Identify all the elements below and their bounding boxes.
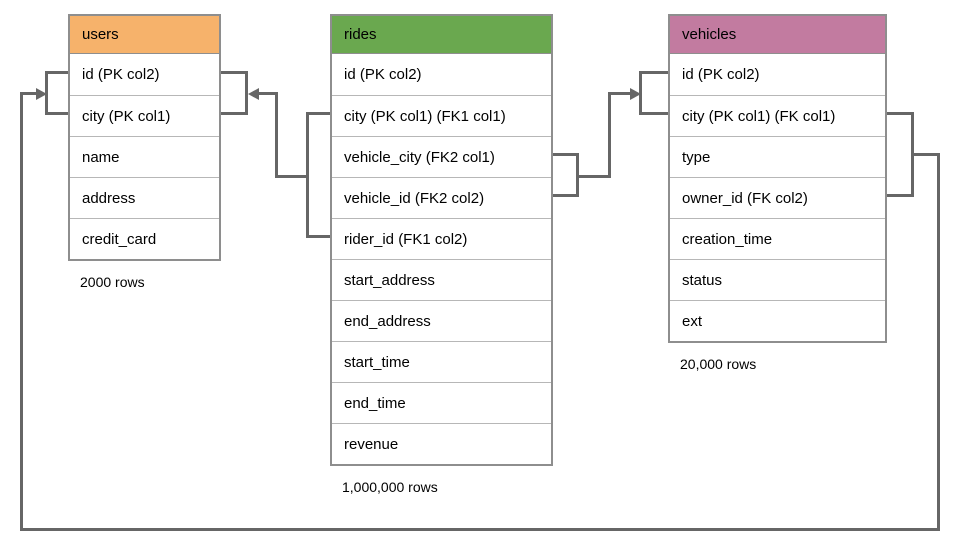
relationship-line-segment [245, 71, 248, 115]
table-column-row: end_address [332, 300, 551, 341]
table-column-row: city (PK col1) (FK col1) [670, 95, 885, 136]
table-column-row: city (PK col1) [70, 95, 219, 136]
relationship-line-segment [639, 71, 669, 74]
table-users-row-count: 2000 rows [80, 274, 145, 290]
relationship-line-segment [639, 71, 642, 115]
relationship-line-segment [20, 92, 23, 531]
table-column-row: rider_id (FK1 col2) [332, 218, 551, 259]
relationship-line-segment [576, 175, 611, 178]
relationship-line-segment [275, 92, 278, 178]
relationship-line-segment [257, 92, 278, 95]
relationship-line-segment [306, 112, 309, 238]
table-column-row: end_time [332, 382, 551, 423]
table-column-row: owner_id (FK col2) [670, 177, 885, 218]
relationship-line-segment [639, 112, 669, 115]
arrowhead-rides-to-users-icon [248, 88, 259, 100]
relationship-line-segment [20, 528, 940, 531]
table-column-row: id (PK col2) [70, 54, 219, 95]
relationship-line-segment [275, 175, 309, 178]
table-rides-columns: id (PK col2)city (PK col1) (FK1 col1)veh… [332, 54, 551, 464]
relationship-line-segment [608, 92, 630, 95]
table-column-row: ext [670, 300, 885, 341]
table-vehicles-header: vehicles [670, 16, 885, 54]
arrowhead-rides-to-vehicles-icon [630, 88, 641, 100]
table-vehicles: vehicles id (PK col2)city (PK col1) (FK … [668, 14, 887, 372]
table-column-row: type [670, 136, 885, 177]
table-rides: rides id (PK col2)city (PK col1) (FK1 co… [330, 14, 553, 495]
table-rides-box: rides id (PK col2)city (PK col1) (FK1 co… [330, 14, 553, 466]
relationship-line-segment [45, 71, 70, 74]
table-column-row: status [670, 259, 885, 300]
relationship-line-segment [551, 194, 579, 197]
table-users-header: users [70, 16, 219, 54]
table-column-row: vehicle_city (FK2 col1) [332, 136, 551, 177]
relationship-line-segment [551, 153, 579, 156]
relationship-line-segment [20, 92, 37, 95]
table-rides-row-count: 1,000,000 rows [342, 479, 438, 495]
relationship-line-segment [219, 112, 248, 115]
relationship-line-segment [885, 194, 914, 197]
table-column-row: id (PK col2) [332, 54, 551, 95]
table-column-row: start_time [332, 341, 551, 382]
relationship-line-segment [45, 71, 48, 115]
relationship-line-segment [911, 153, 940, 156]
table-column-row: address [70, 177, 219, 218]
table-column-row: revenue [332, 423, 551, 464]
relationship-line-segment [306, 235, 332, 238]
relationship-line-segment [219, 71, 248, 74]
table-column-row: vehicle_id (FK2 col2) [332, 177, 551, 218]
relationship-line-segment [608, 92, 611, 178]
table-vehicles-box: vehicles id (PK col2)city (PK col1) (FK … [668, 14, 887, 343]
table-column-row: credit_card [70, 218, 219, 259]
table-rides-header: rides [332, 16, 551, 54]
arrowhead-vehicles-to-users-icon [36, 88, 47, 100]
table-column-row: name [70, 136, 219, 177]
relationship-line-segment [306, 112, 332, 115]
table-column-row: start_address [332, 259, 551, 300]
relationship-line-segment [885, 112, 914, 115]
table-vehicles-columns: id (PK col2)city (PK col1) (FK col1)type… [670, 54, 885, 341]
table-vehicles-row-count: 20,000 rows [680, 356, 757, 372]
relationship-line-segment [937, 153, 940, 531]
table-column-row: creation_time [670, 218, 885, 259]
table-column-row: city (PK col1) (FK1 col1) [332, 95, 551, 136]
table-column-row: id (PK col2) [670, 54, 885, 95]
relationship-line-segment [45, 112, 70, 115]
